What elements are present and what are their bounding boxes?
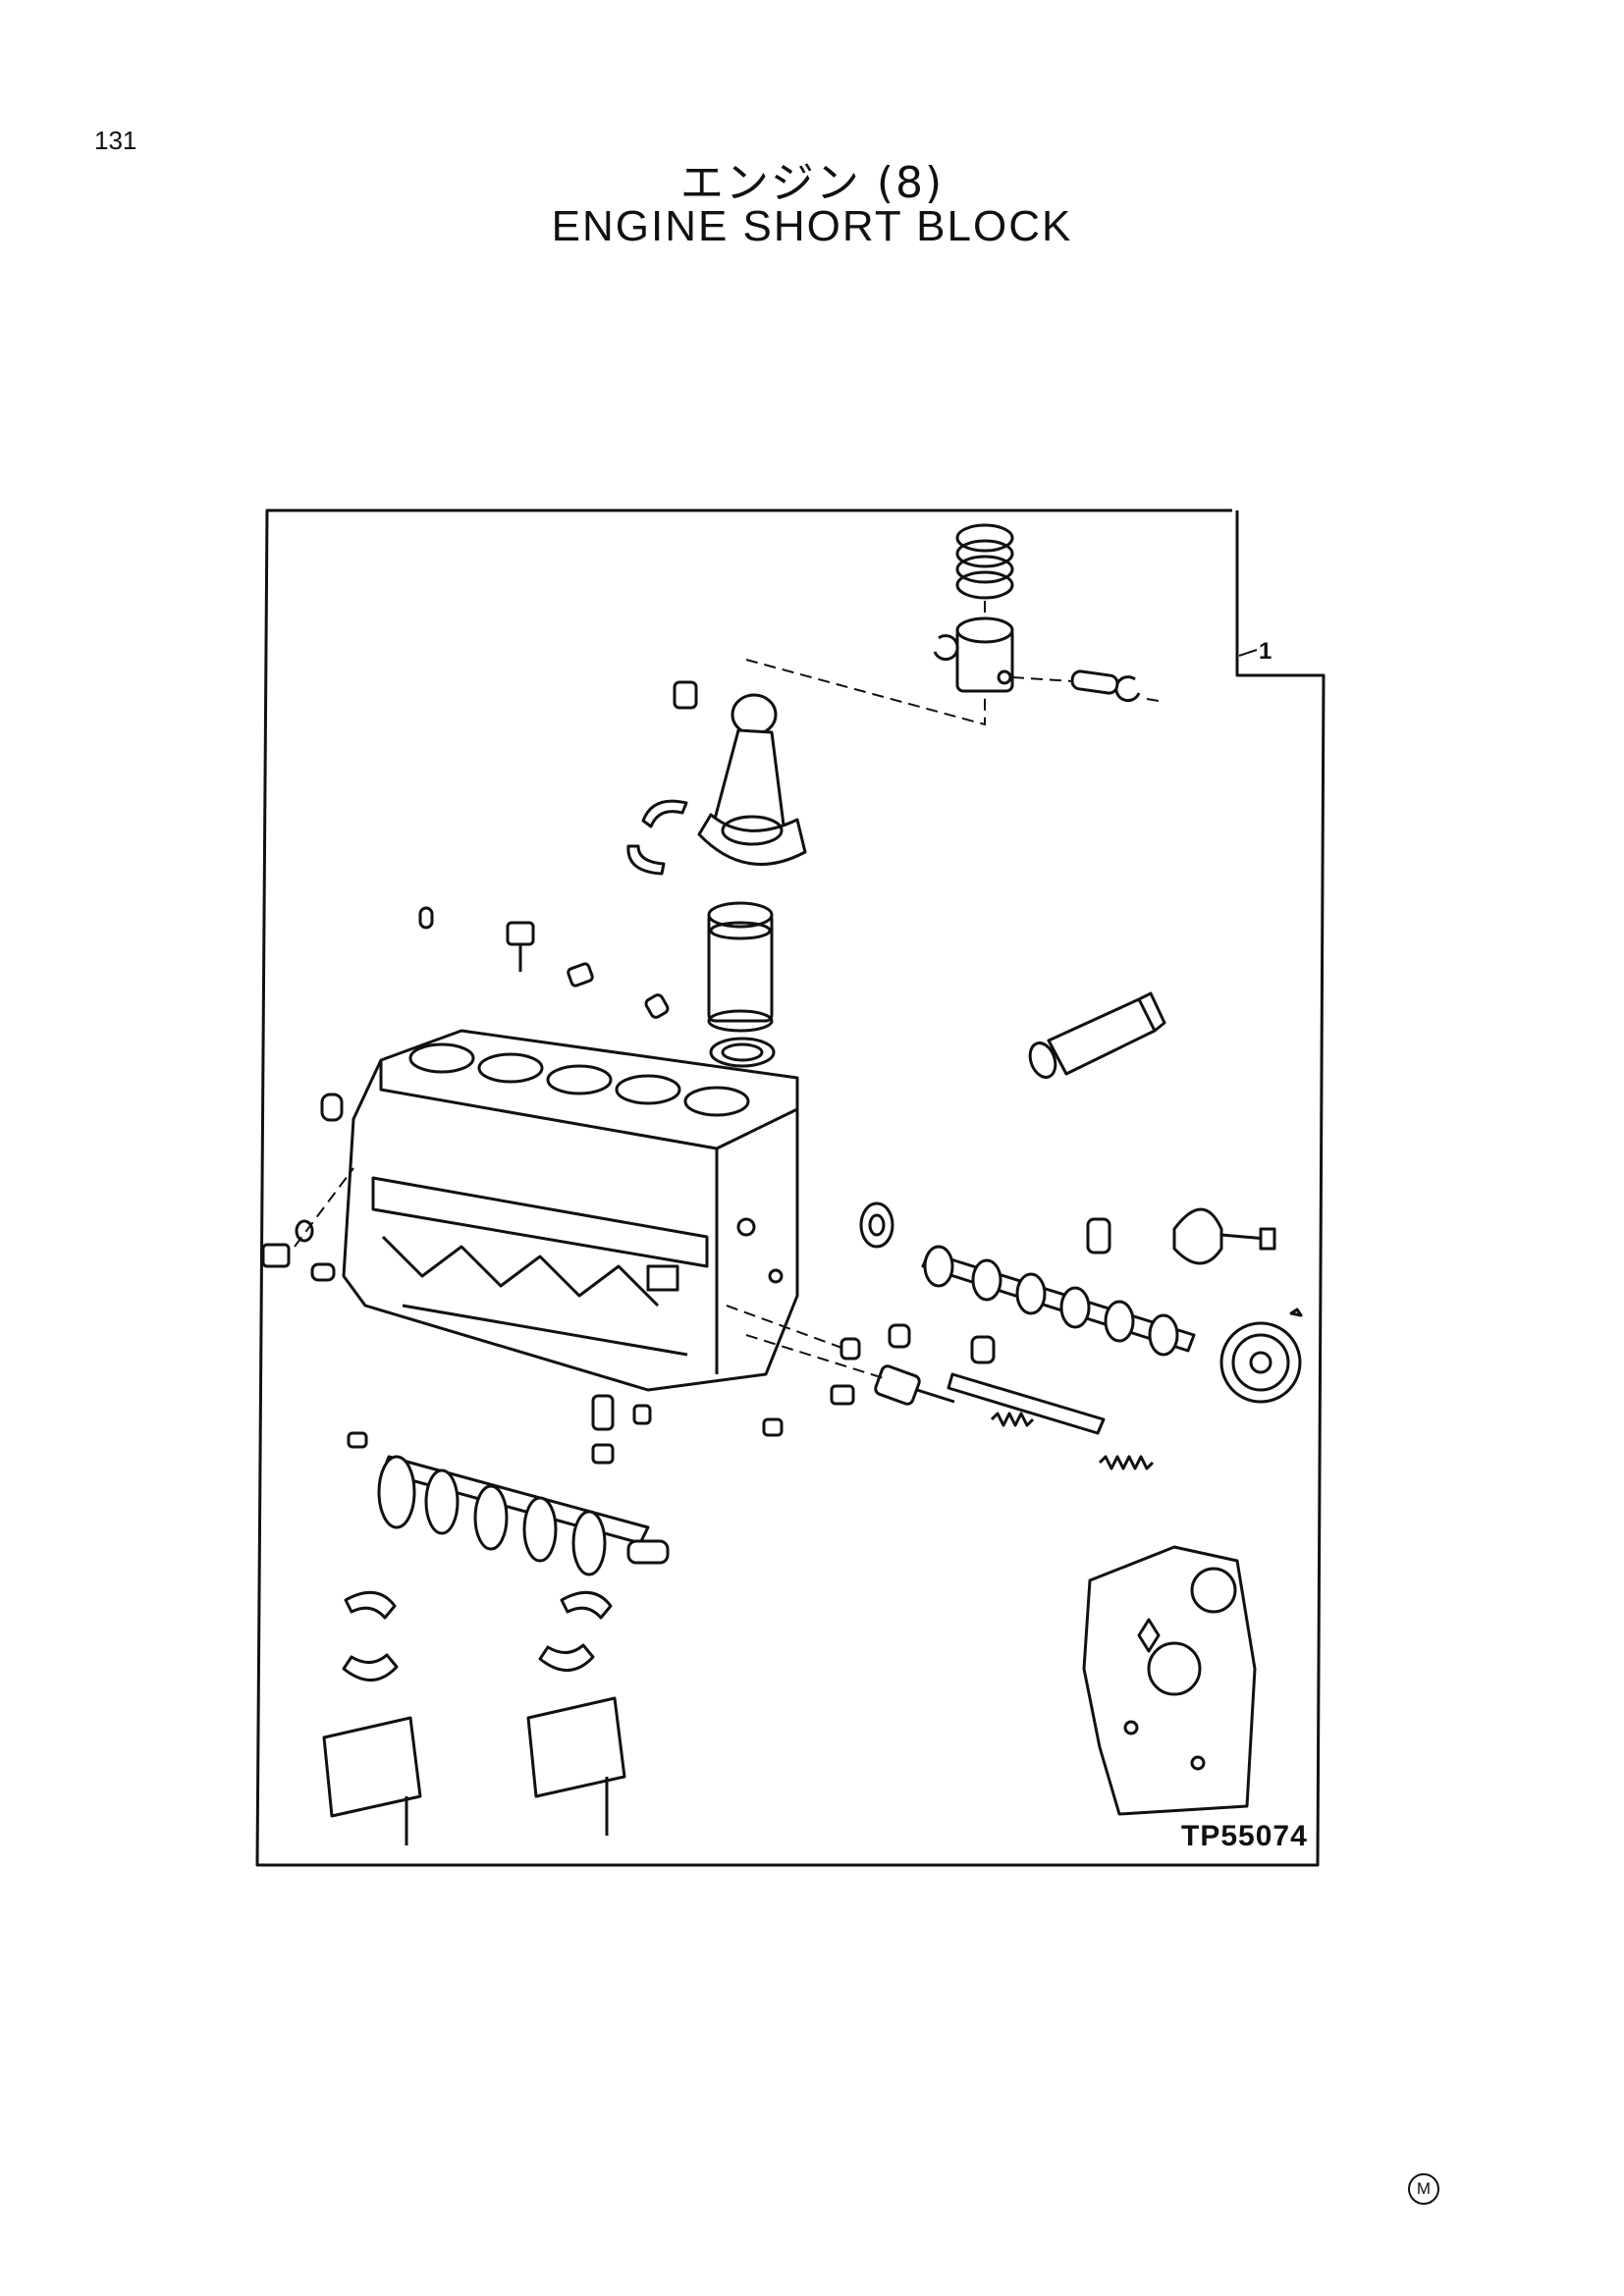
diagram-frame bbox=[255, 508, 1326, 1867]
follower-shaft bbox=[874, 1364, 1106, 1435]
main-bearing-upper-right bbox=[560, 1590, 613, 1620]
cylinder-liner bbox=[707, 901, 774, 1033]
main-bearing-cap-left bbox=[322, 1716, 422, 1818]
crankshaft bbox=[377, 1455, 670, 1576]
camshaft-seal bbox=[859, 1201, 894, 1249]
plug-6 bbox=[762, 1417, 784, 1437]
tappet-3 bbox=[970, 1335, 996, 1364]
rod-bearing-upper bbox=[641, 799, 688, 828]
cylinder-block bbox=[342, 1029, 799, 1392]
camshaft-bushing bbox=[1086, 1217, 1111, 1255]
piston-pin-retainer-right bbox=[1114, 675, 1141, 703]
block-dowel-leader bbox=[294, 1167, 354, 1248]
spring-1 bbox=[990, 1412, 1035, 1427]
liner-seal-ring bbox=[709, 1037, 776, 1068]
piston-rings bbox=[955, 523, 1014, 600]
rod-bushing bbox=[673, 680, 698, 710]
plug-4 bbox=[320, 1093, 344, 1122]
small-sleeve bbox=[310, 1262, 336, 1282]
callout-label: 1 bbox=[1259, 638, 1272, 665]
main-bearing-upper-left bbox=[344, 1590, 397, 1620]
main-bearing-cap-right bbox=[526, 1696, 626, 1798]
plug-1 bbox=[418, 906, 434, 930]
figure-code: TP55074 bbox=[1181, 1820, 1308, 1852]
page-title-english: ENGINE SHORT BLOCK bbox=[551, 202, 1073, 250]
piston-pin bbox=[1070, 669, 1119, 695]
copyright-mark: M bbox=[1408, 2173, 1439, 2205]
dowel-pin-left bbox=[347, 1431, 368, 1449]
drain-plug bbox=[506, 921, 535, 972]
small-pin bbox=[1289, 1308, 1303, 1317]
main-bearing-lower-right bbox=[538, 1643, 595, 1672]
rod-bearing-lower bbox=[626, 844, 666, 876]
piston-pin-retainer-left bbox=[933, 634, 959, 662]
tappet-2 bbox=[888, 1323, 911, 1349]
connecting-rod bbox=[697, 693, 807, 866]
camshaft-gear bbox=[1219, 1321, 1302, 1404]
spring-2 bbox=[1098, 1455, 1155, 1470]
camshaft bbox=[921, 1245, 1196, 1357]
page-title-japanese: エンジン (8) bbox=[679, 158, 945, 208]
thrust-plate bbox=[1172, 1207, 1276, 1265]
page-number: 131 bbox=[94, 126, 137, 155]
sealant-tube bbox=[1028, 991, 1166, 1079]
piston bbox=[955, 616, 1014, 693]
callout-leader bbox=[1238, 649, 1258, 657]
front-cover-gasket bbox=[1082, 1545, 1257, 1816]
plug-5 bbox=[830, 1384, 855, 1406]
main-bearing-lower-left bbox=[342, 1653, 399, 1682]
plug-3 bbox=[644, 993, 670, 1019]
tappet-1 bbox=[839, 1337, 861, 1361]
side-plug bbox=[261, 1219, 314, 1268]
plug-7 bbox=[632, 1404, 652, 1425]
oil-jet bbox=[591, 1394, 615, 1465]
plug-2 bbox=[567, 962, 594, 988]
